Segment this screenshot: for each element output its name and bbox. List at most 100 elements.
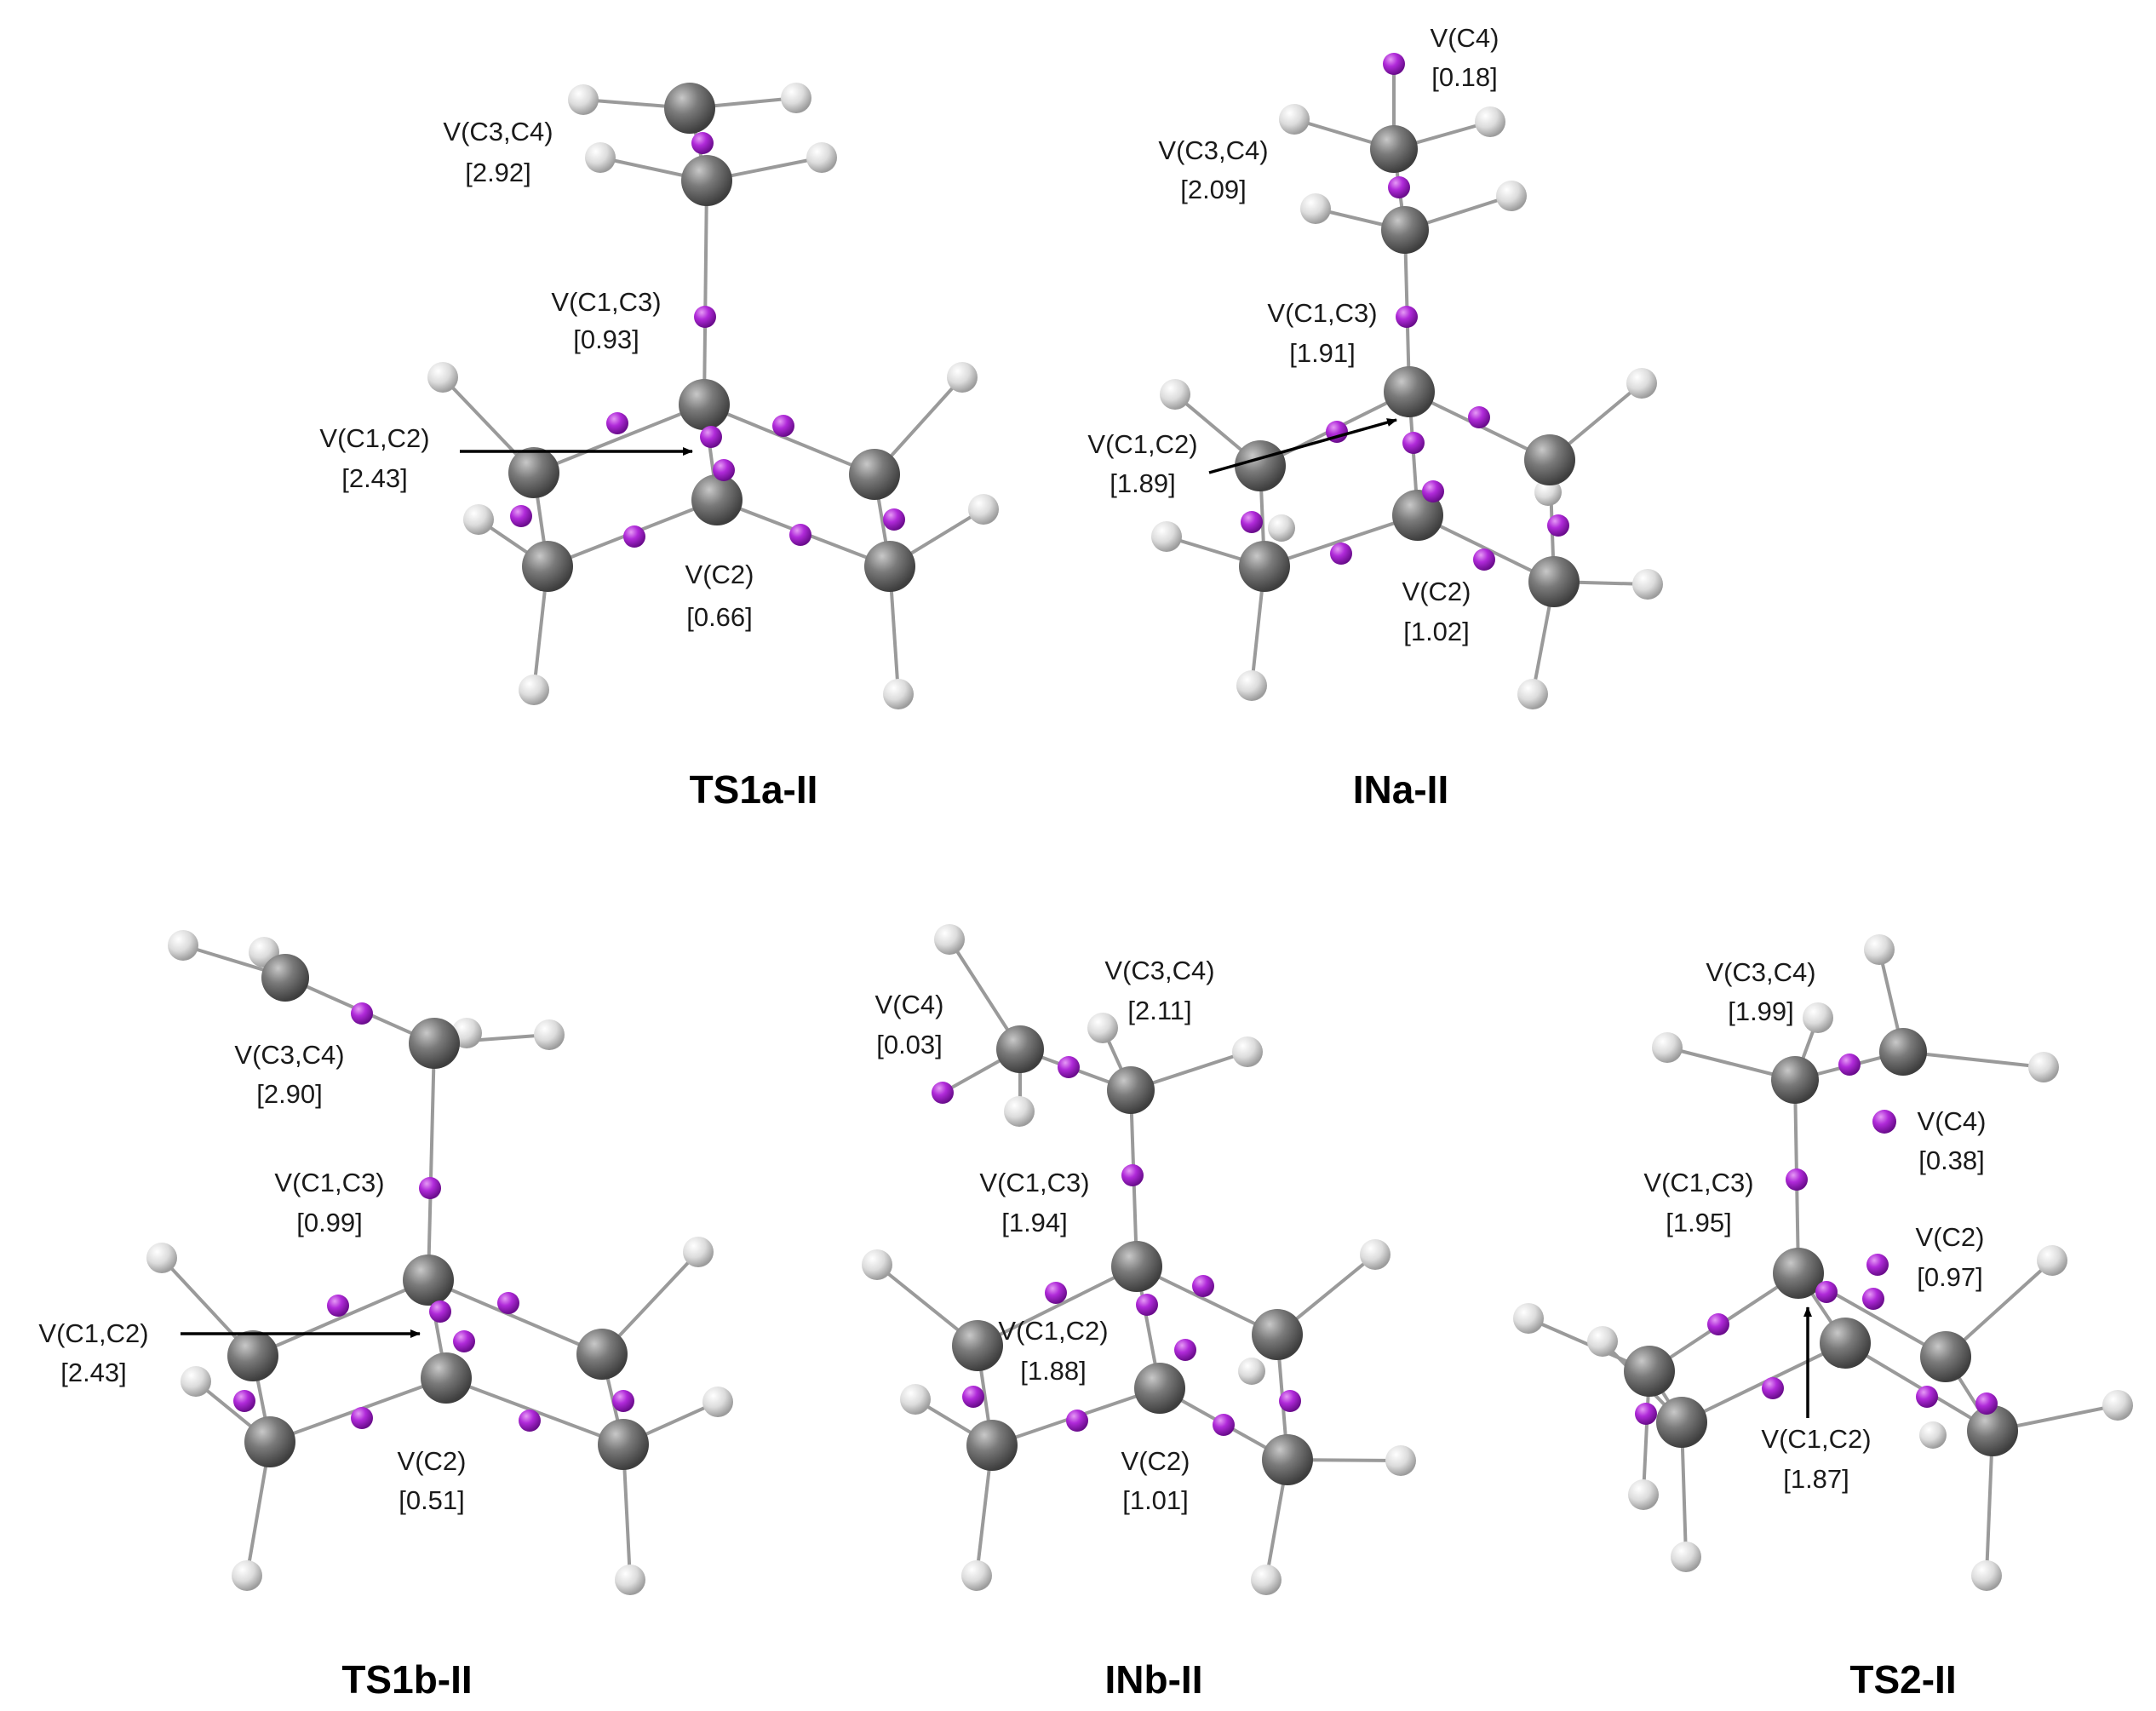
hydrogen-atom [1803,1002,1833,1033]
basin-population: [2.11] [1127,996,1191,1025]
hydrogen-atom [883,679,914,709]
valence-basin [497,1292,519,1314]
hydrogen-atom [146,1243,177,1273]
valence-basin [1279,1390,1301,1412]
basin-label-name: V(C2) [685,560,754,589]
carbon-atom [576,1329,628,1380]
valence-basin [233,1390,255,1412]
valence-basin [1786,1168,1808,1191]
carbon-atoms [1235,125,1580,607]
structure-title: INa-II [1353,767,1448,812]
valence-basin [932,1082,954,1104]
basin-population: [1.89] [1110,468,1176,498]
valence-basins [233,1002,634,1432]
valence-basins [932,1056,1301,1436]
hydrogen-atom [519,675,549,705]
valence-basin [1468,406,1490,428]
valence-basin [419,1177,441,1199]
basin-label-name: V(C4) [1431,23,1499,53]
hydrogen-atom [1626,368,1657,399]
basin-population: [1.99] [1728,996,1794,1026]
basin-population: [2.90] [256,1079,323,1109]
carbon-atom [691,474,743,525]
basin-label-name: V(C1,C3) [979,1168,1089,1197]
hydrogen-atom [683,1237,714,1267]
valence-basin [1174,1339,1196,1361]
valence-basin [1635,1403,1657,1425]
basin-label-name: V(C3,C4) [443,117,553,146]
hydrogen-atom [1652,1032,1683,1063]
valence-basin [1045,1282,1067,1304]
hydrogen-atom [534,1019,565,1050]
basin-labels: V(C4) [0.18] V(C3,C4) [2.09] V(C1,C3) [1… [1087,23,1499,646]
basin-label-name: V(C3,C4) [1158,135,1268,165]
structure-inb-ii: V(C4) [0.03] V(C3,C4) [2.11] V(C1,C3) [1… [862,924,1416,1702]
carbon-atom [679,379,730,430]
carbon-atom [403,1255,454,1306]
basin-label-name: V(C3,C4) [1104,956,1214,985]
carbon-atom [1107,1066,1155,1114]
basin-label-name: V(C1,C2) [319,423,429,453]
hydrogen-atom [1360,1239,1391,1270]
hydrogen-atom [1232,1036,1263,1067]
valence-basin [612,1390,634,1412]
basin-labels: V(C3,C4) [2.90] V(C1,C3) [0.99] V(C1,C2)… [38,1040,466,1515]
basin-population: [1.94] [1001,1208,1068,1237]
hydrogen-atom [181,1366,211,1397]
hydrogen-atom [1004,1096,1035,1127]
carbon-atom [1771,1056,1819,1104]
structure-title: TS1a-II [690,767,818,812]
carbon-atom [1528,556,1580,607]
structure-ts1b-ii: V(C3,C4) [2.90] V(C1,C3) [0.99] V(C1,C2)… [38,930,733,1702]
basin-label-name: V(C3,C4) [234,1040,344,1070]
basin-label-name: V(C1,C2) [1761,1424,1871,1454]
valence-basin [1422,480,1444,502]
carbon-atom [1384,366,1435,417]
basin-population: [0.93] [573,324,639,354]
carbon-atom [1111,1241,1162,1292]
carbon-atom [244,1416,295,1467]
basin-label-name: V(C2) [1402,577,1471,606]
valence-basin [691,132,714,154]
carbon-atoms [1624,1028,2018,1456]
basin-population: [1.88] [1020,1356,1087,1386]
basin-label-name: V(C2) [1121,1446,1190,1476]
carbon-atom [1370,125,1418,173]
hydrogen-atom [1279,104,1310,135]
carbon-atom [681,155,732,206]
basin-label-name: V(C1,C3) [1643,1168,1753,1197]
valence-basin [1241,511,1263,533]
basin-label-name: V(C4) [875,990,944,1019]
valence-basin [772,415,794,437]
hydrogen-atoms [1151,104,1663,709]
carbon-atom [1920,1331,1971,1382]
basin-labels: V(C3,C4) [2.92] V(C1,C3) [0.93] V(C1,C2)… [319,117,754,632]
carbon-atom [1820,1318,1871,1369]
basin-label-name: V(C1,C3) [551,287,661,317]
valence-basin [1916,1386,1938,1408]
carbon-atom [1239,541,1290,592]
valence-basin [1872,1110,1896,1134]
basin-population: [0.03] [876,1030,943,1059]
hydrogen-atom [1238,1358,1265,1385]
carbon-atom [1624,1346,1675,1397]
basin-population: [0.18] [1431,62,1498,92]
valence-basin [429,1300,451,1323]
hydrogen-atom [1087,1013,1118,1043]
hydrogen-atom [1385,1445,1416,1476]
hydrogen-atom [1671,1542,1701,1572]
valence-basin [1762,1377,1784,1399]
carbon-atoms [508,83,915,592]
carbon-atom [952,1320,1003,1371]
basin-label-name: V(C2) [1916,1222,1985,1252]
carbon-atom [409,1018,460,1069]
hydrogen-atom [585,142,616,173]
carbon-atom [508,447,559,498]
basin-population: [1.01] [1122,1485,1189,1515]
valence-basin [1058,1056,1080,1078]
hydrogen-atom [862,1249,892,1280]
valence-basin [606,412,628,434]
carbon-atom [664,83,715,134]
valence-basin [1473,548,1495,571]
hydrogen-atom [702,1387,733,1417]
